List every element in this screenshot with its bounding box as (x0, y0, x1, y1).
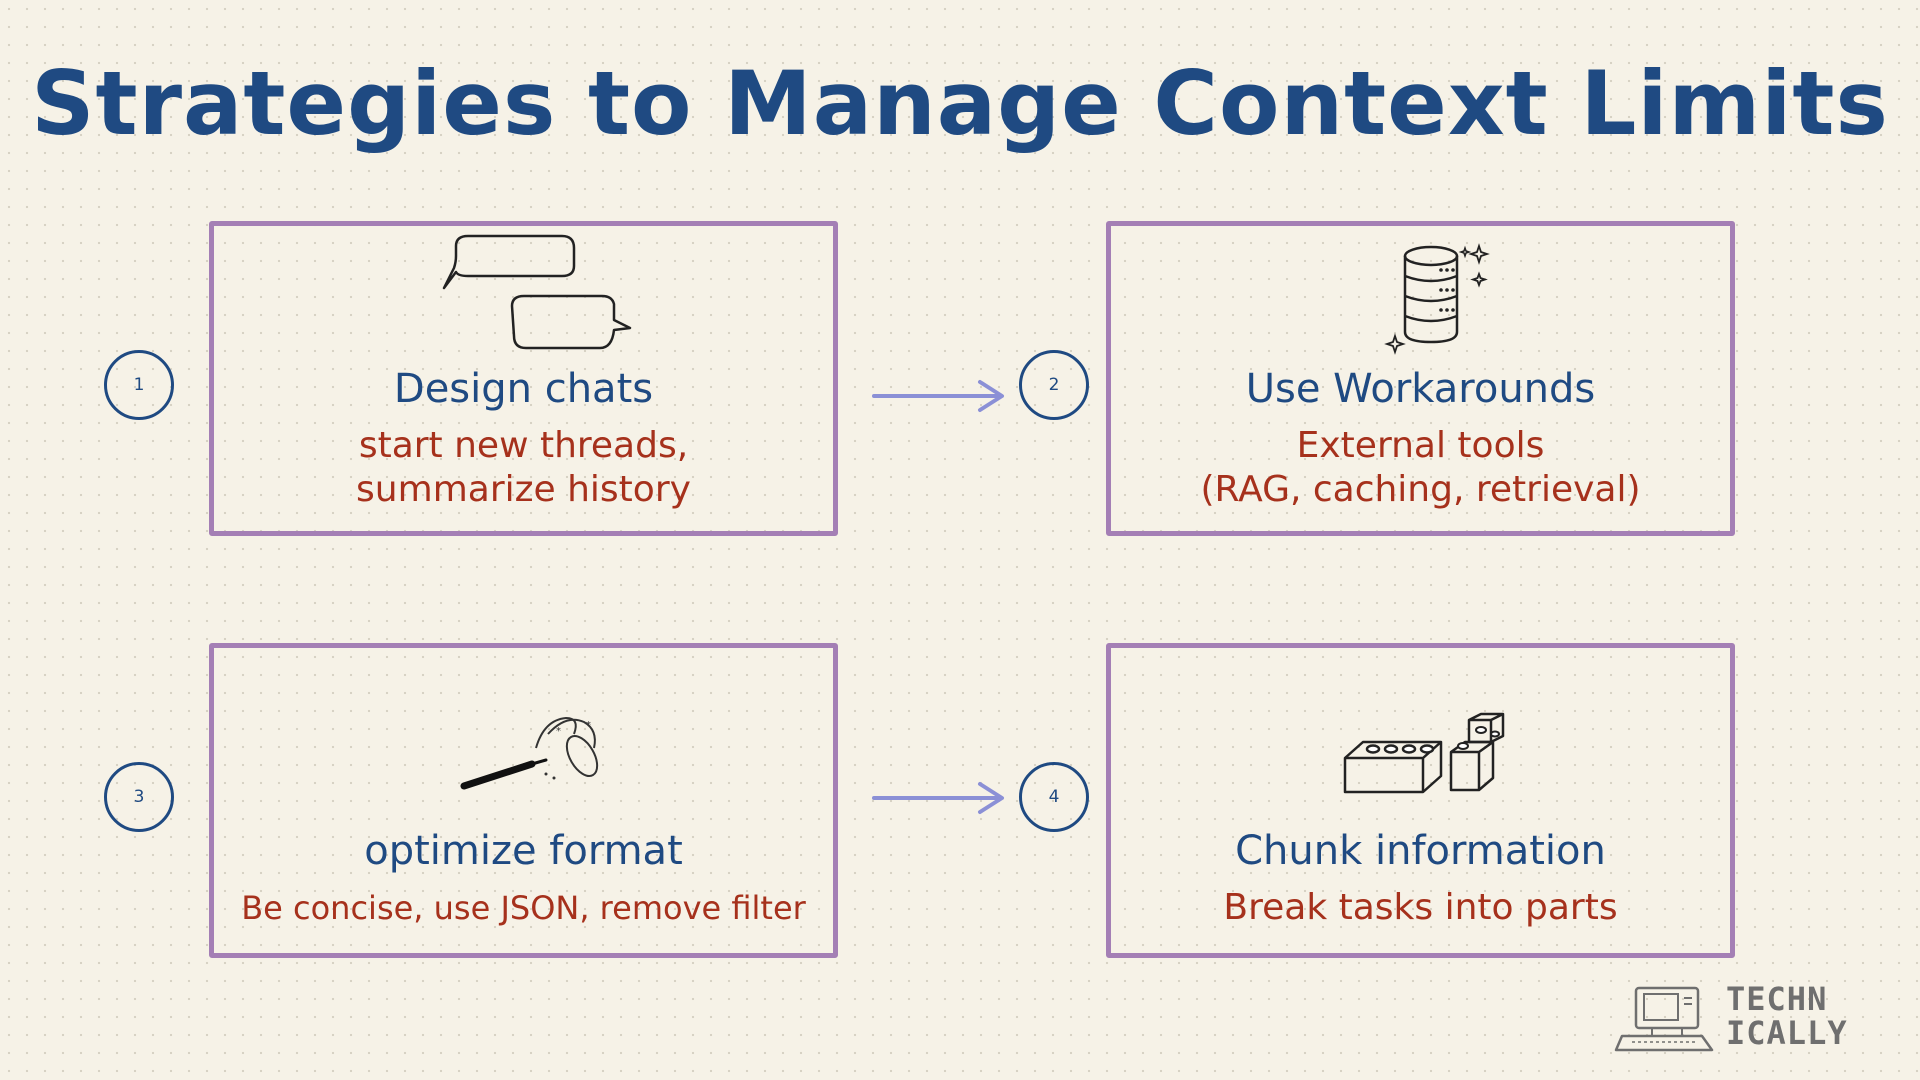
retro-computer-icon (1614, 986, 1714, 1052)
page-title: Strategies to Manage Context Limits (31, 52, 1889, 155)
step-card-use-workarounds: Use Workarounds External tools (RAG, cac… (1106, 221, 1735, 536)
step-3-number: 3 (104, 762, 174, 832)
step-3-description-line-1: Be concise, use JSON, remove filter (241, 889, 806, 927)
step-1-description-line-2: summarize history (356, 469, 691, 510)
step-2-number: 2 (1019, 350, 1089, 420)
step-4-number-label: 4 (1048, 787, 1060, 807)
step-1-number-label: 1 (133, 375, 145, 395)
step-2-description-line-2: (RAG, caching, retrieval) (1200, 469, 1641, 510)
svg-text:*: * (556, 726, 561, 737)
chat-bubbles-icon (442, 234, 632, 350)
logo-line-2: ICALLY (1726, 1014, 1848, 1052)
step-1-number: 1 (104, 350, 174, 420)
building-blocks-icon (1343, 712, 1505, 794)
step-4-description-line-1: Break tasks into parts (1223, 887, 1618, 928)
step-card-design-chats: Design chats start new threads, summariz… (209, 221, 838, 536)
step-card-chunk-information: Chunk information Break tasks into parts (1106, 643, 1735, 958)
step-2-description-line-1: External tools (1296, 425, 1545, 466)
step-3-title: optimize format (364, 828, 683, 874)
step-1-title: Design chats (393, 366, 654, 412)
step-4-number: 4 (1019, 762, 1089, 832)
logo-wordmark: TECHN ICALLY (1726, 982, 1848, 1050)
step-2-title: Use Workarounds (1245, 366, 1596, 412)
svg-text:*: * (586, 720, 591, 731)
magic-wand-icon: * * (460, 716, 599, 790)
step-4-title: Chunk information (1235, 828, 1606, 874)
arrow-right-icon (872, 782, 1004, 814)
arrow-right-icon (872, 380, 1004, 412)
step-2-number-label: 2 (1048, 375, 1060, 395)
step-card-optimize-format: * * optimize format Be concise, use JSON… (209, 643, 838, 958)
technically-logo: TECHN ICALLY (1612, 980, 1892, 1060)
logo-line-1: TECHN (1726, 980, 1828, 1018)
step-3-number-label: 3 (133, 787, 145, 807)
step-1-description-line-1: start new threads, (358, 425, 689, 466)
database-icon (1384, 243, 1490, 355)
